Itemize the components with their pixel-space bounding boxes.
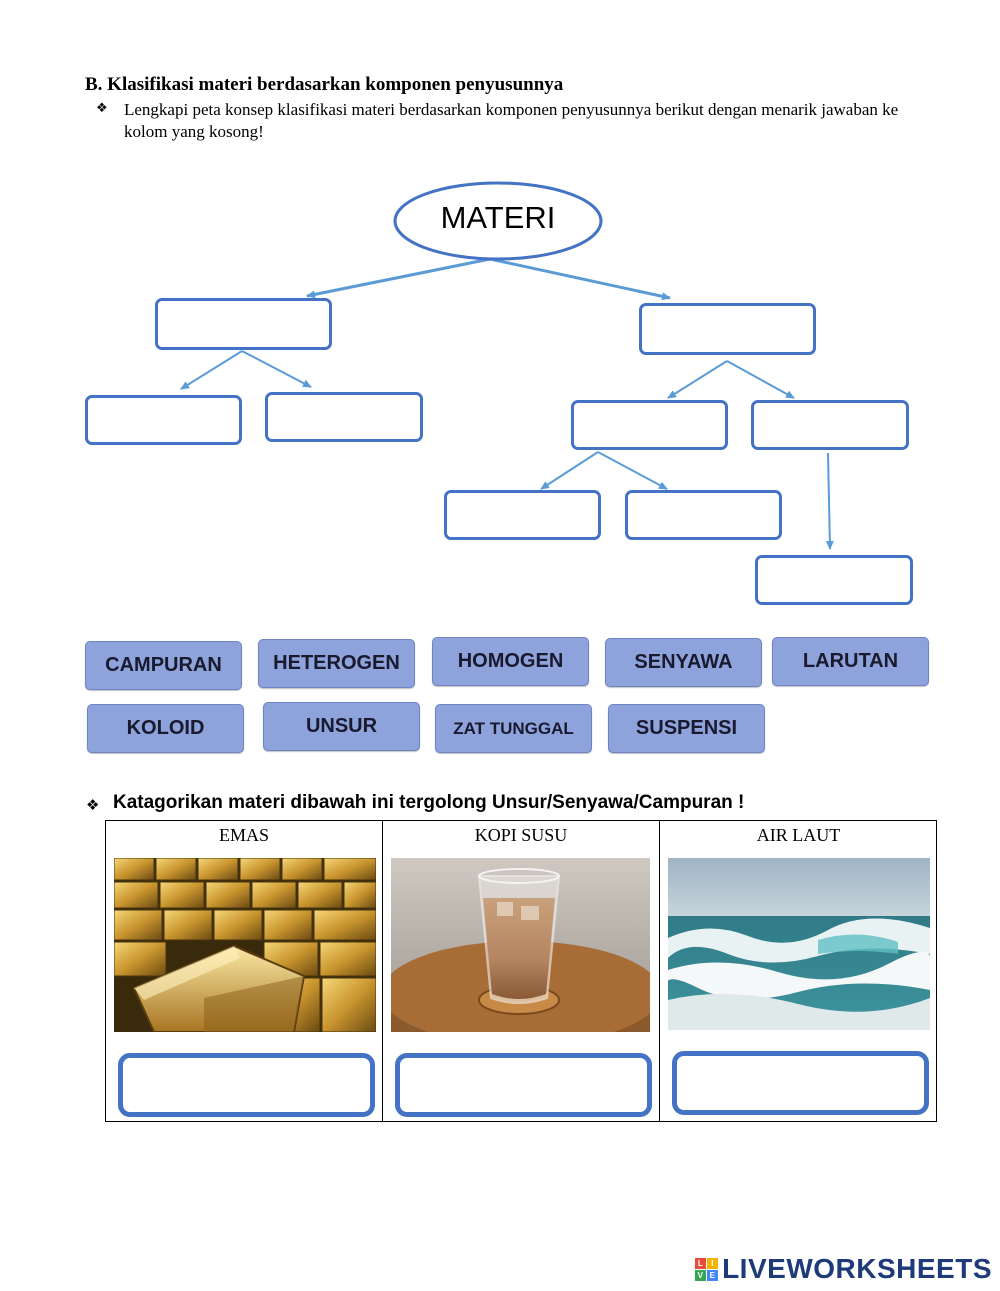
chip-heterogen[interactable]: HETEROGEN <box>258 639 415 688</box>
liveworksheets-logo: L I V E LIVEWORKSHEETS <box>695 1253 992 1285</box>
drop-box-level1-left[interactable] <box>155 298 332 350</box>
drop-box-right-child-2[interactable] <box>751 400 909 450</box>
table-column-kopi-susu: KOPI SUSU <box>383 821 660 1121</box>
answer-box-air-laut[interactable] <box>672 1051 929 1115</box>
table-column-emas: EMAS <box>106 821 383 1121</box>
column-label: EMAS <box>218 825 269 845</box>
chip-campuran[interactable]: CAMPURAN <box>85 641 242 690</box>
chip-senyawa[interactable]: SENYAWA <box>605 638 762 687</box>
drop-box-right-child-1[interactable] <box>571 400 728 450</box>
table-column-air-laut: AIR LAUT <box>660 821 937 1121</box>
chip-zat-tunggal[interactable]: ZAT TUNGGAL <box>435 704 592 753</box>
categorize-question: Katagorikan materi dibawah ini tergolong… <box>113 792 745 813</box>
gold-bars-image <box>114 858 376 1032</box>
chip-suspensi[interactable]: SUSPENSI <box>608 704 765 753</box>
answer-box-emas[interactable] <box>118 1053 375 1117</box>
iced-coffee-milk-image <box>391 858 650 1032</box>
materi-ellipse <box>393 181 603 261</box>
liveworksheets-logo-icon: L I V E <box>695 1257 719 1281</box>
drop-box-left-child-1[interactable] <box>85 395 242 445</box>
column-label: KOPI SUSU <box>474 825 568 845</box>
bullet-icon: ❖ <box>86 796 100 814</box>
materi-root-label: MATERI <box>440 200 556 235</box>
drop-box-grandchild-2[interactable] <box>625 490 782 540</box>
section-heading: B. Klasifikasi materi berdasarkan kompon… <box>85 74 564 95</box>
drop-box-grandchild-3[interactable] <box>755 555 913 605</box>
drop-box-left-child-2[interactable] <box>265 392 423 442</box>
chip-larutan[interactable]: LARUTAN <box>772 637 929 686</box>
answer-box-kopi-susu[interactable] <box>395 1053 652 1117</box>
column-label: AIR LAUT <box>756 825 841 845</box>
drop-box-level1-right[interactable] <box>639 303 816 355</box>
chip-koloid[interactable]: KOLOID <box>87 704 244 753</box>
concept-map-arrows <box>180 181 834 550</box>
drop-box-grandchild-1[interactable] <box>444 490 601 540</box>
sea-waves-image <box>668 858 930 1030</box>
chip-unsur[interactable]: UNSUR <box>263 702 420 751</box>
bullet-icon: ❖ <box>96 101 108 116</box>
categorize-table: EMAS <box>105 820 937 1122</box>
liveworksheets-logo-text: LIVEWORKSHEETS <box>722 1253 992 1284</box>
chip-homogen[interactable]: HOMOGEN <box>432 637 589 686</box>
instruction-text: Lengkapi peta konsep klasifikasi materi … <box>124 100 899 141</box>
